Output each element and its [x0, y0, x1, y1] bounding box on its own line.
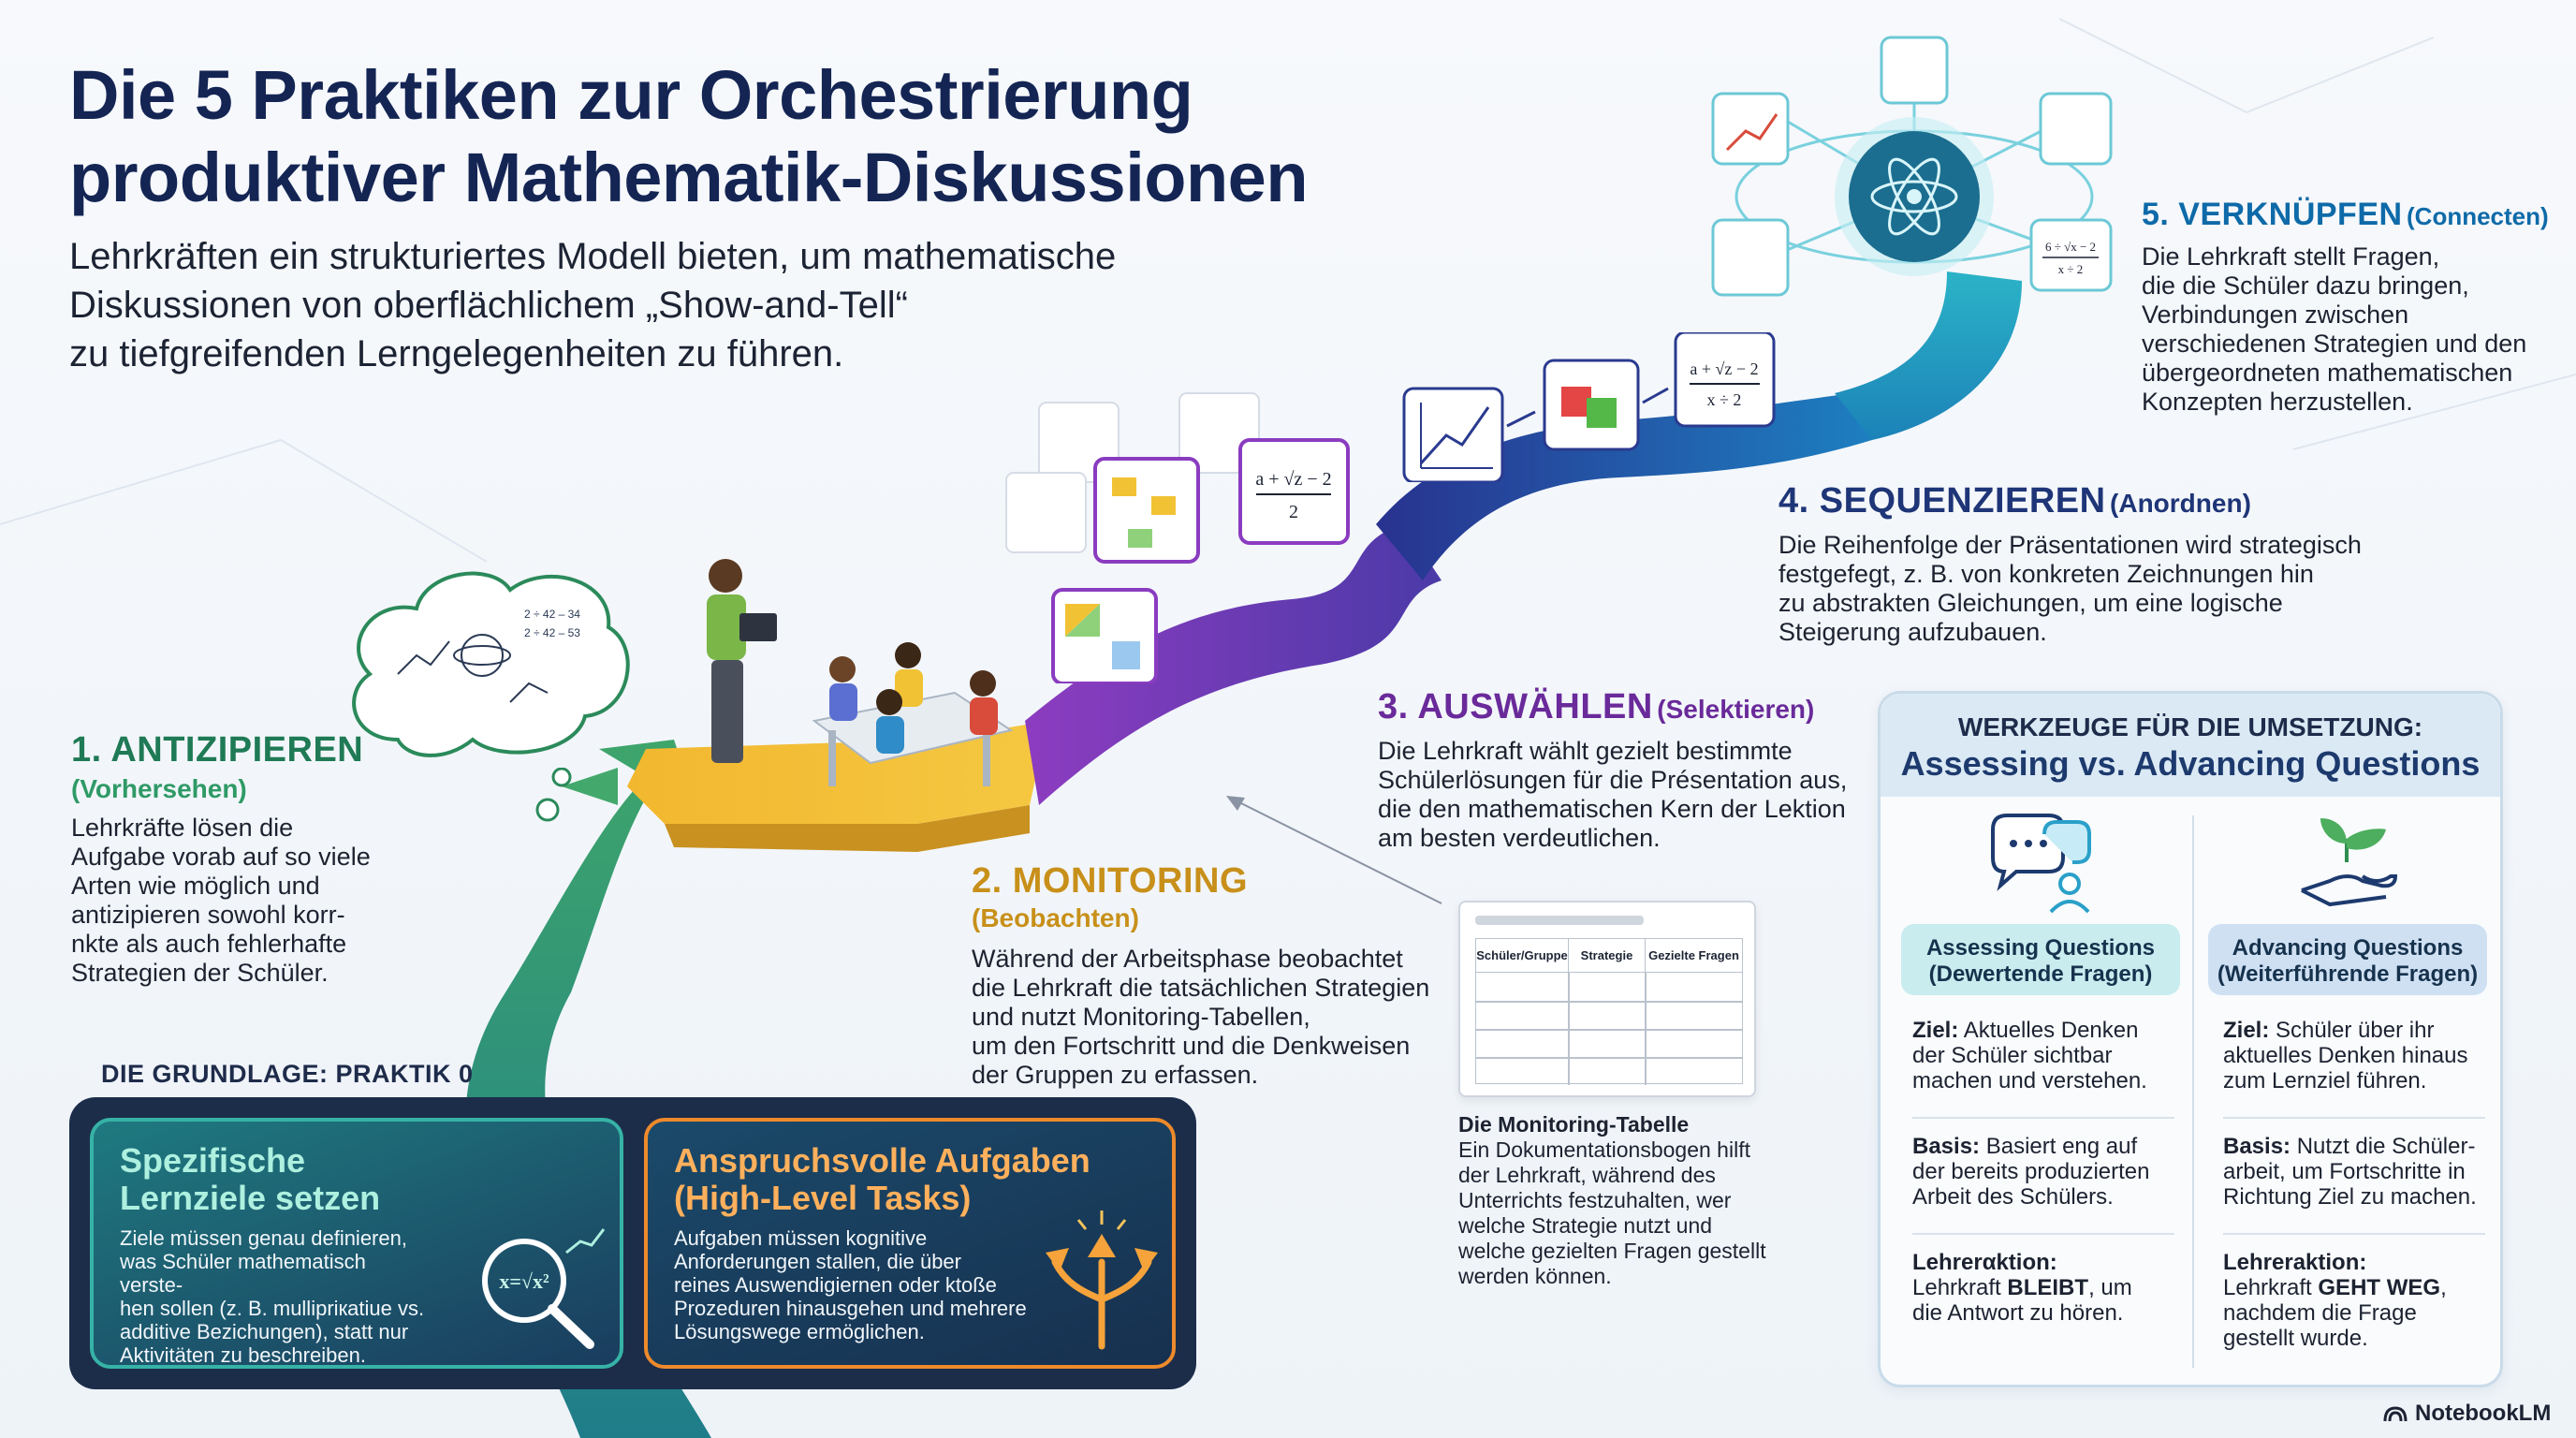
step-5-subtitle: (Connecten) — [2407, 202, 2549, 230]
step-3-auswaehlen: 3. AUSWÄHLEN (Selektieren) Die Lehrkraft… — [1378, 687, 1865, 853]
step-3-subtitle: (Selektieren) — [1657, 695, 1815, 724]
step-2-subtitle: (Beobachten) — [972, 903, 1139, 932]
card-lernziele-body: Ziele müssen genau definieren,was Schüle… — [120, 1226, 425, 1367]
title-line-1: Die 5 Praktiken zur Orchestrierung — [69, 56, 1193, 134]
brand-mark: NotebookLM — [2383, 1401, 2551, 1427]
connecting-network: 6 ÷ √x − 2 x ÷ 2 — [1711, 36, 2113, 297]
branching-arrows-icon — [1046, 1211, 1158, 1350]
classroom-monitoring-illustration — [707, 559, 1014, 786]
advancing-questions-pill: Advancing Questions(Weiterführende Frage… — [2208, 924, 2487, 995]
path-segment-purple — [1025, 524, 1442, 805]
formula-denominator: 2 — [1289, 502, 1298, 522]
tools-panel: WERKZEUGE FÜR DIE UMSETZUNG: Assessing v… — [1878, 691, 2503, 1387]
thought-bubble-dots — [535, 768, 572, 822]
step-2-monitoring: 2. MONITORING (Beobachten) Während der A… — [972, 861, 1458, 1090]
magnifier-formula-icon: x=√x² — [482, 1228, 606, 1349]
step-3-heading: 3. AUSWÄHLEN (Selektieren) — [1378, 687, 1865, 727]
advancing-teacher-reaction: Lehreraktion: Lehrkraft GEHT WEG, nachde… — [2223, 1250, 2447, 1351]
svg-text:2 ÷ 42 – 53: 2 ÷ 42 – 53 — [524, 626, 580, 639]
card-aufgaben: Anspruchsvolle Aufgaben (High-Level Task… — [644, 1118, 1176, 1369]
title-line-2: produktiver Mathematik-Diskussionen — [69, 139, 1309, 216]
subtitle-line-3: zu tiefgreifenden Lerngelegenheiten zu f… — [69, 333, 844, 374]
assessing-goal: Ziel: Aktuelles Denken der Schüler sicht… — [1912, 1018, 2147, 1093]
anticipation-thought-cloud: 2 ÷ 42 – 34 2 ÷ 42 – 53 — [352, 571, 630, 757]
tools-panel-head1: WERKZEUGE FÜR DIE UMSETZUNG: — [1957, 712, 2423, 741]
step-5-title: 5. VERKNÜPFEN — [2142, 197, 2403, 232]
svg-text:x=√x²: x=√x² — [499, 1269, 549, 1293]
hand-plant-icon — [2301, 818, 2398, 907]
step-3-title: 3. AUSWÄHLEN — [1378, 687, 1653, 726]
table-header-row: Schüler/Gruppe Strategie Gezielte Fragen — [1476, 938, 1742, 973]
svg-text:2 ÷ 42 – 34: 2 ÷ 42 – 34 — [524, 608, 580, 621]
advancing-goal: Ziel: Schüler über ihr aktuelles Denken … — [2223, 1018, 2468, 1093]
step-4-title: 4. SEQUENZIEREN — [1778, 481, 2106, 521]
monitoring-table: Schüler/Gruppe Strategie Gezielte Fragen — [1458, 901, 1756, 1097]
formula-fraction-denominator: x ÷ 2 — [2058, 262, 2084, 276]
tools-panel-head2: Assessing vs. Advancing Questions — [1900, 744, 2481, 783]
monitoring-table-caption: Die Monitoring-Tabelle Ein Dokumentation… — [1458, 1112, 1814, 1289]
monitoring-table-pointer — [1226, 796, 1442, 904]
step-1-antizipieren: 1. ANTIZIPIEREN (Vorhersehen) Lehrkräfte… — [71, 730, 408, 988]
formula-sqrt-card: a + √z − 2 — [1255, 469, 1331, 490]
notebooklm-logo-icon — [2383, 1406, 2408, 1422]
assessing-basis: Basis: Basiert eng auf der bereits produ… — [1912, 1134, 2150, 1210]
card-lernziele: Spezifische Lernziele setzen Ziele müsse… — [90, 1118, 623, 1369]
assessing-teacher-reaction: Lehrerαktion: Lehrkraft BLEIBT, um die A… — [1912, 1250, 2132, 1326]
step-1-title: 1. ANTIZIPIEREN — [71, 730, 364, 770]
step-1-subtitle: (Vorhersehen) — [71, 774, 247, 803]
step-4-subtitle: (Anordnen) — [2110, 489, 2251, 518]
tools-panel-header: WERKZEUGE FÜR DIE UMSETZUNG: Assessing v… — [1881, 694, 2500, 797]
table-col-header: Gezielte Fragen — [1645, 938, 1742, 973]
path-segment-blue — [1376, 393, 1872, 580]
advancing-basis: Basis: Nutzt die Schüler- arbeit, um For… — [2223, 1134, 2477, 1210]
step-4-body: Die Reihenfolge der Präsentationen wird … — [1778, 531, 2362, 646]
foundation-label: DIE GRUNDLAGE: PRAKTIK 0 — [101, 1060, 474, 1088]
brand-name: NotebookLM — [2415, 1401, 2552, 1426]
step-4-heading: 4. SEQUENZIEREN (Anordnen) — [1778, 481, 2378, 521]
path-segment-teal — [1835, 271, 2022, 440]
formula-fraction-small: 6 ÷ √x − 2 — [2045, 240, 2096, 254]
subtitle-line-1: Lehrkräften ein strukturiertes Modell bi… — [69, 236, 1117, 277]
step-2-title: 2. MONITORING — [972, 861, 1249, 901]
card-lernziele-title: Spezifische Lernziele setzen — [120, 1141, 381, 1217]
table-col-header: Strategie — [1568, 938, 1645, 973]
step-5-heading: 5. VERKNÜPFEN (Connecten) — [2142, 197, 2554, 233]
student-solution-cards: a + √z − 2 2 — [1005, 392, 1350, 683]
formula-sequence-denominator: x ÷ 2 — [1707, 390, 1742, 409]
speech-bubbles-icon — [1991, 814, 2091, 914]
page-subtitle: Lehrkräften ein strukturiertes Modell bi… — [69, 232, 1267, 378]
page-title: Die 5 Praktiken zur Orchestrierung produ… — [69, 54, 1567, 219]
step-4-sequenzieren: 4. SEQUENZIEREN (Anordnen) Die Reihenfol… — [1778, 481, 2378, 647]
table-grid: Schüler/Gruppe Strategie Gezielte Fragen — [1475, 938, 1743, 1085]
monitoring-caption-title: Die Monitoring-Tabelle — [1458, 1112, 1690, 1137]
formula-sequence-card: a + √z − 2 — [1690, 360, 1758, 378]
assessing-questions-pill: Assessing Questions(Dewertende Fragen) — [1901, 924, 2180, 995]
subtitle-line-2: Diskussionen von oberflächlichem „Show-a… — [69, 285, 908, 326]
table-col-header: Schüler/Gruppe — [1476, 948, 1568, 962]
table-header-bar — [1475, 916, 1644, 925]
step-5-body: Die Lehrkraft stellt Fragen,die die Schü… — [2142, 242, 2527, 416]
card-aufgaben-title: Anspruchsvolle Aufgaben (High-Level Task… — [674, 1141, 1090, 1217]
step-5-verknuepfen: 5. VERKNÜPFEN (Connecten) Die Lehrkraft … — [2142, 197, 2554, 417]
sequencing-cards: a + √z − 2 x ÷ 2 — [1402, 332, 1776, 482]
